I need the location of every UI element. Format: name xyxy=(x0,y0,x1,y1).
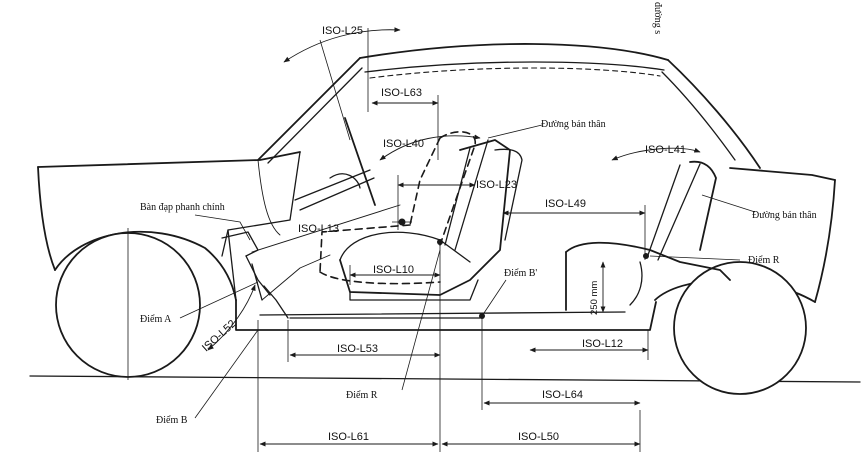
label-iso-l25: ISO-L25 xyxy=(322,25,363,37)
label-250mm: 250 mm xyxy=(589,281,600,315)
label-iso-l10: ISO-L10 xyxy=(373,264,414,276)
label-ban-dap-phanh: Bàn đạp phanh chính xyxy=(140,202,225,213)
front-seat xyxy=(339,139,523,301)
label-diem-r-front: Điểm R xyxy=(346,390,378,401)
label-edge-text: đường s xyxy=(652,2,663,34)
l52-arc xyxy=(207,284,256,351)
label-diem-b: Điểm B xyxy=(156,415,188,426)
brake-pedal xyxy=(221,231,289,319)
label-duong-ban-than-rear: Đường bản thân xyxy=(752,210,817,221)
label-iso-l64: ISO-L64 xyxy=(542,389,583,401)
label-iso-l50: ISO-L50 xyxy=(518,431,559,443)
label-diem-a: Điểm A xyxy=(140,314,172,325)
label-iso-l12: ISO-L12 xyxy=(582,338,623,350)
rear-r-point xyxy=(643,253,649,259)
l13-line xyxy=(251,204,401,253)
label-iso-l63: ISO-L63 xyxy=(381,87,422,99)
label-duong-ban-than-front: Đường bản thân xyxy=(541,119,606,130)
label-iso-l13: ISO-L13 xyxy=(298,223,339,235)
l25-arc xyxy=(283,27,401,63)
label-iso-l53: ISO-L53 xyxy=(337,343,378,355)
label-diem-b-prime: Điểm B' xyxy=(504,268,537,279)
label-iso-l61: ISO-L61 xyxy=(328,431,369,443)
l41-arc xyxy=(611,147,701,161)
steering-wheel xyxy=(294,117,376,211)
label-iso-l49: ISO-L49 xyxy=(545,198,586,210)
pedal-leg-line xyxy=(261,254,331,301)
rear-seat xyxy=(565,160,731,311)
label-diem-r-rear: Điểm R xyxy=(748,255,780,266)
rear-wheel xyxy=(673,261,807,395)
label-iso-l23: ISO-L23 xyxy=(476,179,517,191)
label-iso-l40: ISO-L40 xyxy=(383,138,424,150)
label-iso-l41: ISO-L41 xyxy=(645,144,686,156)
l40-arc xyxy=(379,134,481,161)
front-wheel xyxy=(55,228,201,380)
label-iso-l52: ISO-L52 xyxy=(200,318,238,354)
